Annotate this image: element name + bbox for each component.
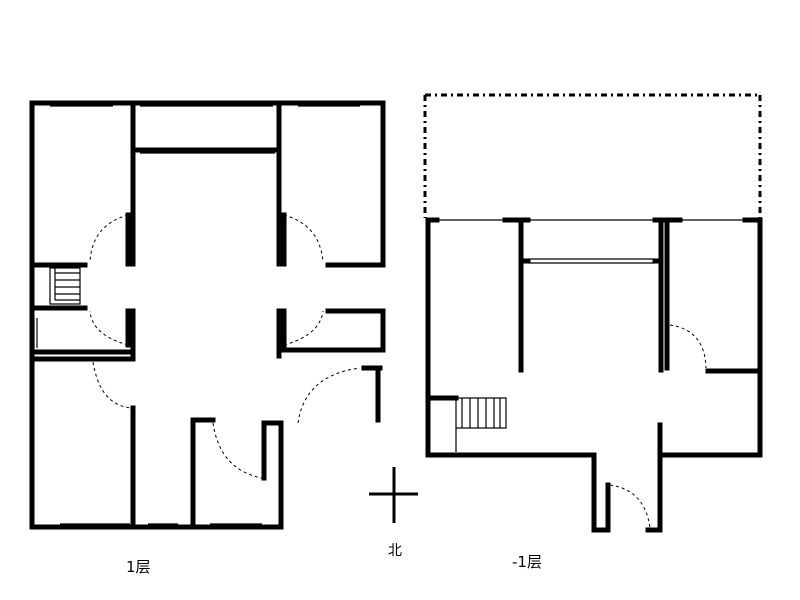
- basement-label: -1层: [512, 553, 542, 571]
- basement-windows: [437, 219, 745, 264]
- basement-outer-walls: [425, 217, 763, 533]
- north-label: 北: [388, 543, 402, 559]
- floor1-label: 1层: [126, 558, 151, 576]
- basement-door-swings: [609, 324, 707, 529]
- north-arrow-cross: [369, 467, 418, 523]
- floor1-stairs: [49, 267, 81, 305]
- floor1-plan: [29, 100, 386, 530]
- basement-plan: [423, 93, 763, 533]
- floor1-windows: [33, 105, 360, 525]
- floor1-interior-walls: [29, 100, 287, 530]
- basement-dotted-outline: [423, 93, 762, 218]
- basement-stairs: [455, 397, 507, 452]
- floor1-door-swings: [89, 214, 361, 479]
- basement-interior-walls: [429, 217, 763, 401]
- floor1-outer-walls: [29, 100, 386, 530]
